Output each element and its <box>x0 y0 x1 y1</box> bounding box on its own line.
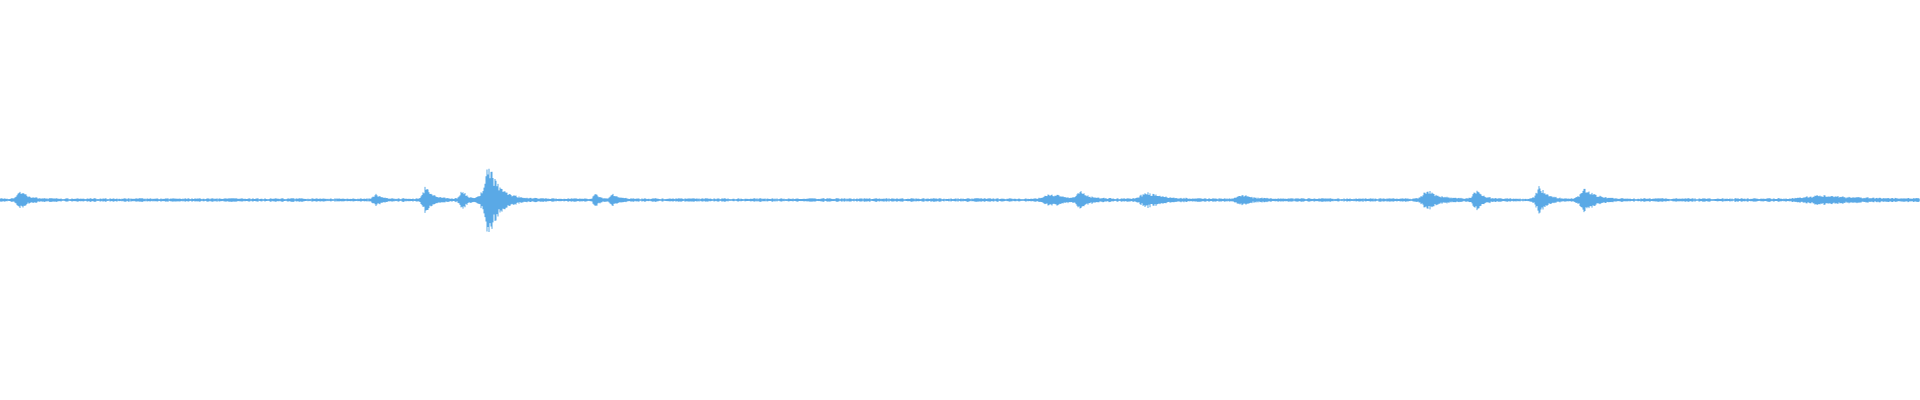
waveform-trace <box>0 168 1920 233</box>
